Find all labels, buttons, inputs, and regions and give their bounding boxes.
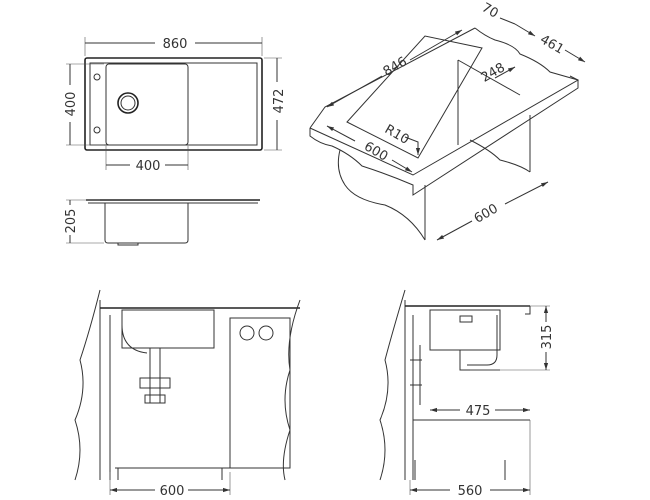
dim-height: 205 <box>64 209 79 234</box>
dim-front-cabinet-width: 600 <box>160 484 185 499</box>
dim-radius: R10 <box>382 122 412 148</box>
dim-depth-back: 461 <box>537 32 566 57</box>
dim-bowl-depth: 400 <box>64 92 79 117</box>
dim-rim: 70 <box>479 0 501 21</box>
dim-bowl-width: 400 <box>136 159 161 174</box>
dim-cabinet-width: 600 <box>472 201 501 226</box>
dim-drain-offset: 475 <box>466 404 491 419</box>
drain-icon <box>117 92 139 114</box>
dim-counter-depth: 600 <box>361 139 390 164</box>
side-installation-view: 475 315 560 <box>379 289 555 499</box>
side-view: 205 <box>64 199 260 246</box>
dim-width: 860 <box>163 37 188 52</box>
front-installation-view: 600 <box>74 289 301 499</box>
dim-bowl-inner: 248 <box>479 60 508 85</box>
dim-depth: 472 <box>272 89 287 114</box>
isometric-view: 846 70 461 248 R10 600 600 <box>309 0 586 241</box>
top-view: 860 472 400 400 <box>64 37 287 174</box>
dim-drain-height: 315 <box>540 325 555 350</box>
dim-side-cabinet-depth: 560 <box>458 484 483 499</box>
